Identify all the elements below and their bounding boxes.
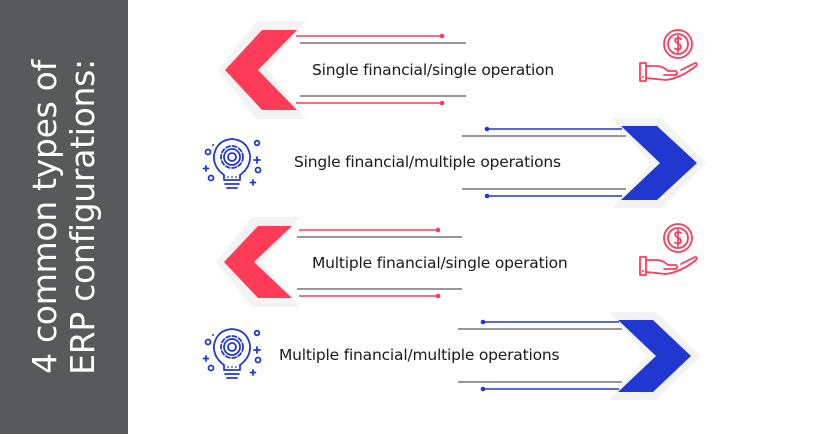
sidebar: 4 common types of ERP configurations: [0,0,128,434]
money-hand-icon [639,223,698,276]
lightbulb-gear-icon [202,328,262,379]
config-label: Single financial/single operation [312,61,554,79]
config-label: Single financial/multiple operations [294,153,561,171]
config-label: Multiple financial/multiple operations [279,346,560,364]
config-label: Multiple financial/single operation [312,254,568,272]
money-hand-icon [639,29,698,82]
lightbulb-gear-icon [202,138,262,189]
